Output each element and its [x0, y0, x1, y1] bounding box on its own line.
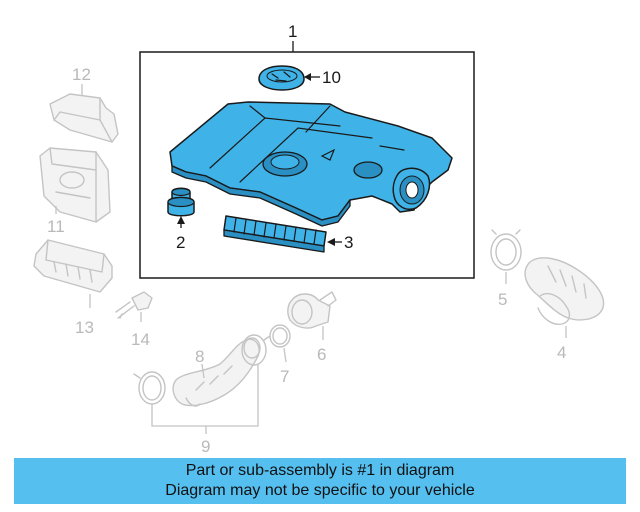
part-13-air-duct[interactable]: [33, 239, 113, 293]
part-4-intake-hose[interactable]: [524, 257, 605, 325]
banner-line-1: Part or sub-assembly is #1 in diagram: [185, 462, 455, 479]
banner-line-2: Diagram may not be specific to your vehi…: [165, 482, 475, 499]
callout-7-leader: [283, 347, 287, 363]
callout-4: 4: [557, 343, 566, 362]
callout-2: 2: [176, 233, 185, 252]
part-1-engine-cover[interactable]: [169, 101, 453, 227]
callout-9-bracket: [151, 364, 259, 427]
callout-8: 8: [195, 347, 204, 366]
callout-3-arrowhead: [327, 238, 335, 246]
callout-1: 1: [288, 22, 297, 41]
callout-9: 9: [201, 437, 210, 456]
part-9-clamp-right[interactable]: [241, 334, 271, 366]
callout-7: 7: [280, 367, 289, 386]
callout-10-arrowhead: [304, 73, 311, 81]
part-9-clamp-left[interactable]: [133, 371, 166, 405]
callout-13: 13: [75, 318, 94, 337]
part-8-air-duct[interactable]: [172, 337, 261, 407]
part-14-fastener[interactable]: [115, 291, 153, 319]
part-3-filter-element[interactable]: [223, 215, 327, 253]
callout-5: 5: [498, 290, 507, 309]
part-10-cap[interactable]: [258, 65, 305, 91]
callout-10: 10: [322, 68, 341, 87]
part-2-grommet[interactable]: [167, 187, 195, 217]
part-5-clamp[interactable]: [490, 229, 522, 271]
callout-14: 14: [131, 330, 150, 349]
callout-12: 12: [72, 65, 91, 84]
callout-8-leader: [201, 363, 205, 379]
part-12-air-box-lid[interactable]: [49, 93, 119, 143]
callout-11: 11: [47, 217, 65, 236]
callout-3: 3: [344, 233, 353, 252]
callout-2-arrowhead: [177, 216, 185, 224]
part-6-airflow-sensor[interactable]: [287, 291, 337, 329]
assembly-box: [139, 51, 475, 279]
part-7-seal[interactable]: [269, 324, 291, 348]
disclaimer-banner: Part or sub-assembly is #1 in diagram Di…: [14, 458, 626, 504]
part-11-air-box[interactable]: [39, 147, 111, 223]
callout-6: 6: [317, 345, 326, 364]
